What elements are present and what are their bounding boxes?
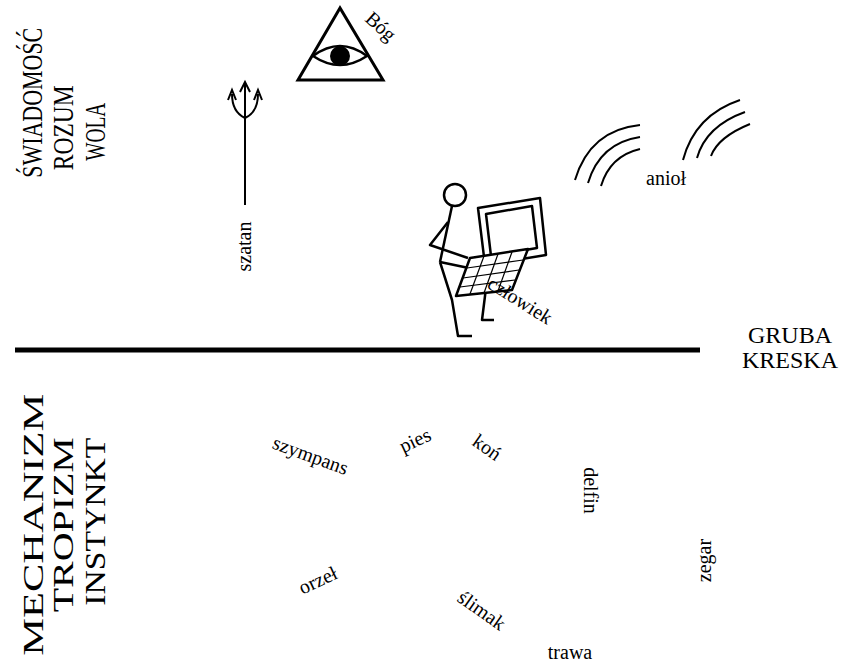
god-label: Bóg [362,7,401,45]
angel-label: anioł [646,168,686,189]
axis-label: MECHANIZM [16,394,48,656]
axis-label: ŚWIADOMOŚĆ [16,28,48,178]
thick-line [15,348,700,353]
axis-label: ROZUM [47,86,79,171]
creature-label: zegar [694,538,715,581]
creature-label: ślimak [454,586,510,634]
trident-symbol [228,82,262,205]
creature-label: pies [396,424,434,457]
creature-label: orzeł [295,562,340,598]
creature-label: trawa [548,642,592,663]
creature-label: delfin [580,467,601,514]
axis-label: INSTYNKT [79,438,111,606]
creature-label: szympans [269,432,350,479]
satan-label: szatan [234,221,255,271]
axis-label: WOLA [79,103,111,161]
human-label: człowiek [484,272,556,328]
line-label: GRUBA KRESKA [742,323,838,373]
creature-label: koń [469,430,506,464]
axis-label: TROPIZM [47,438,79,613]
